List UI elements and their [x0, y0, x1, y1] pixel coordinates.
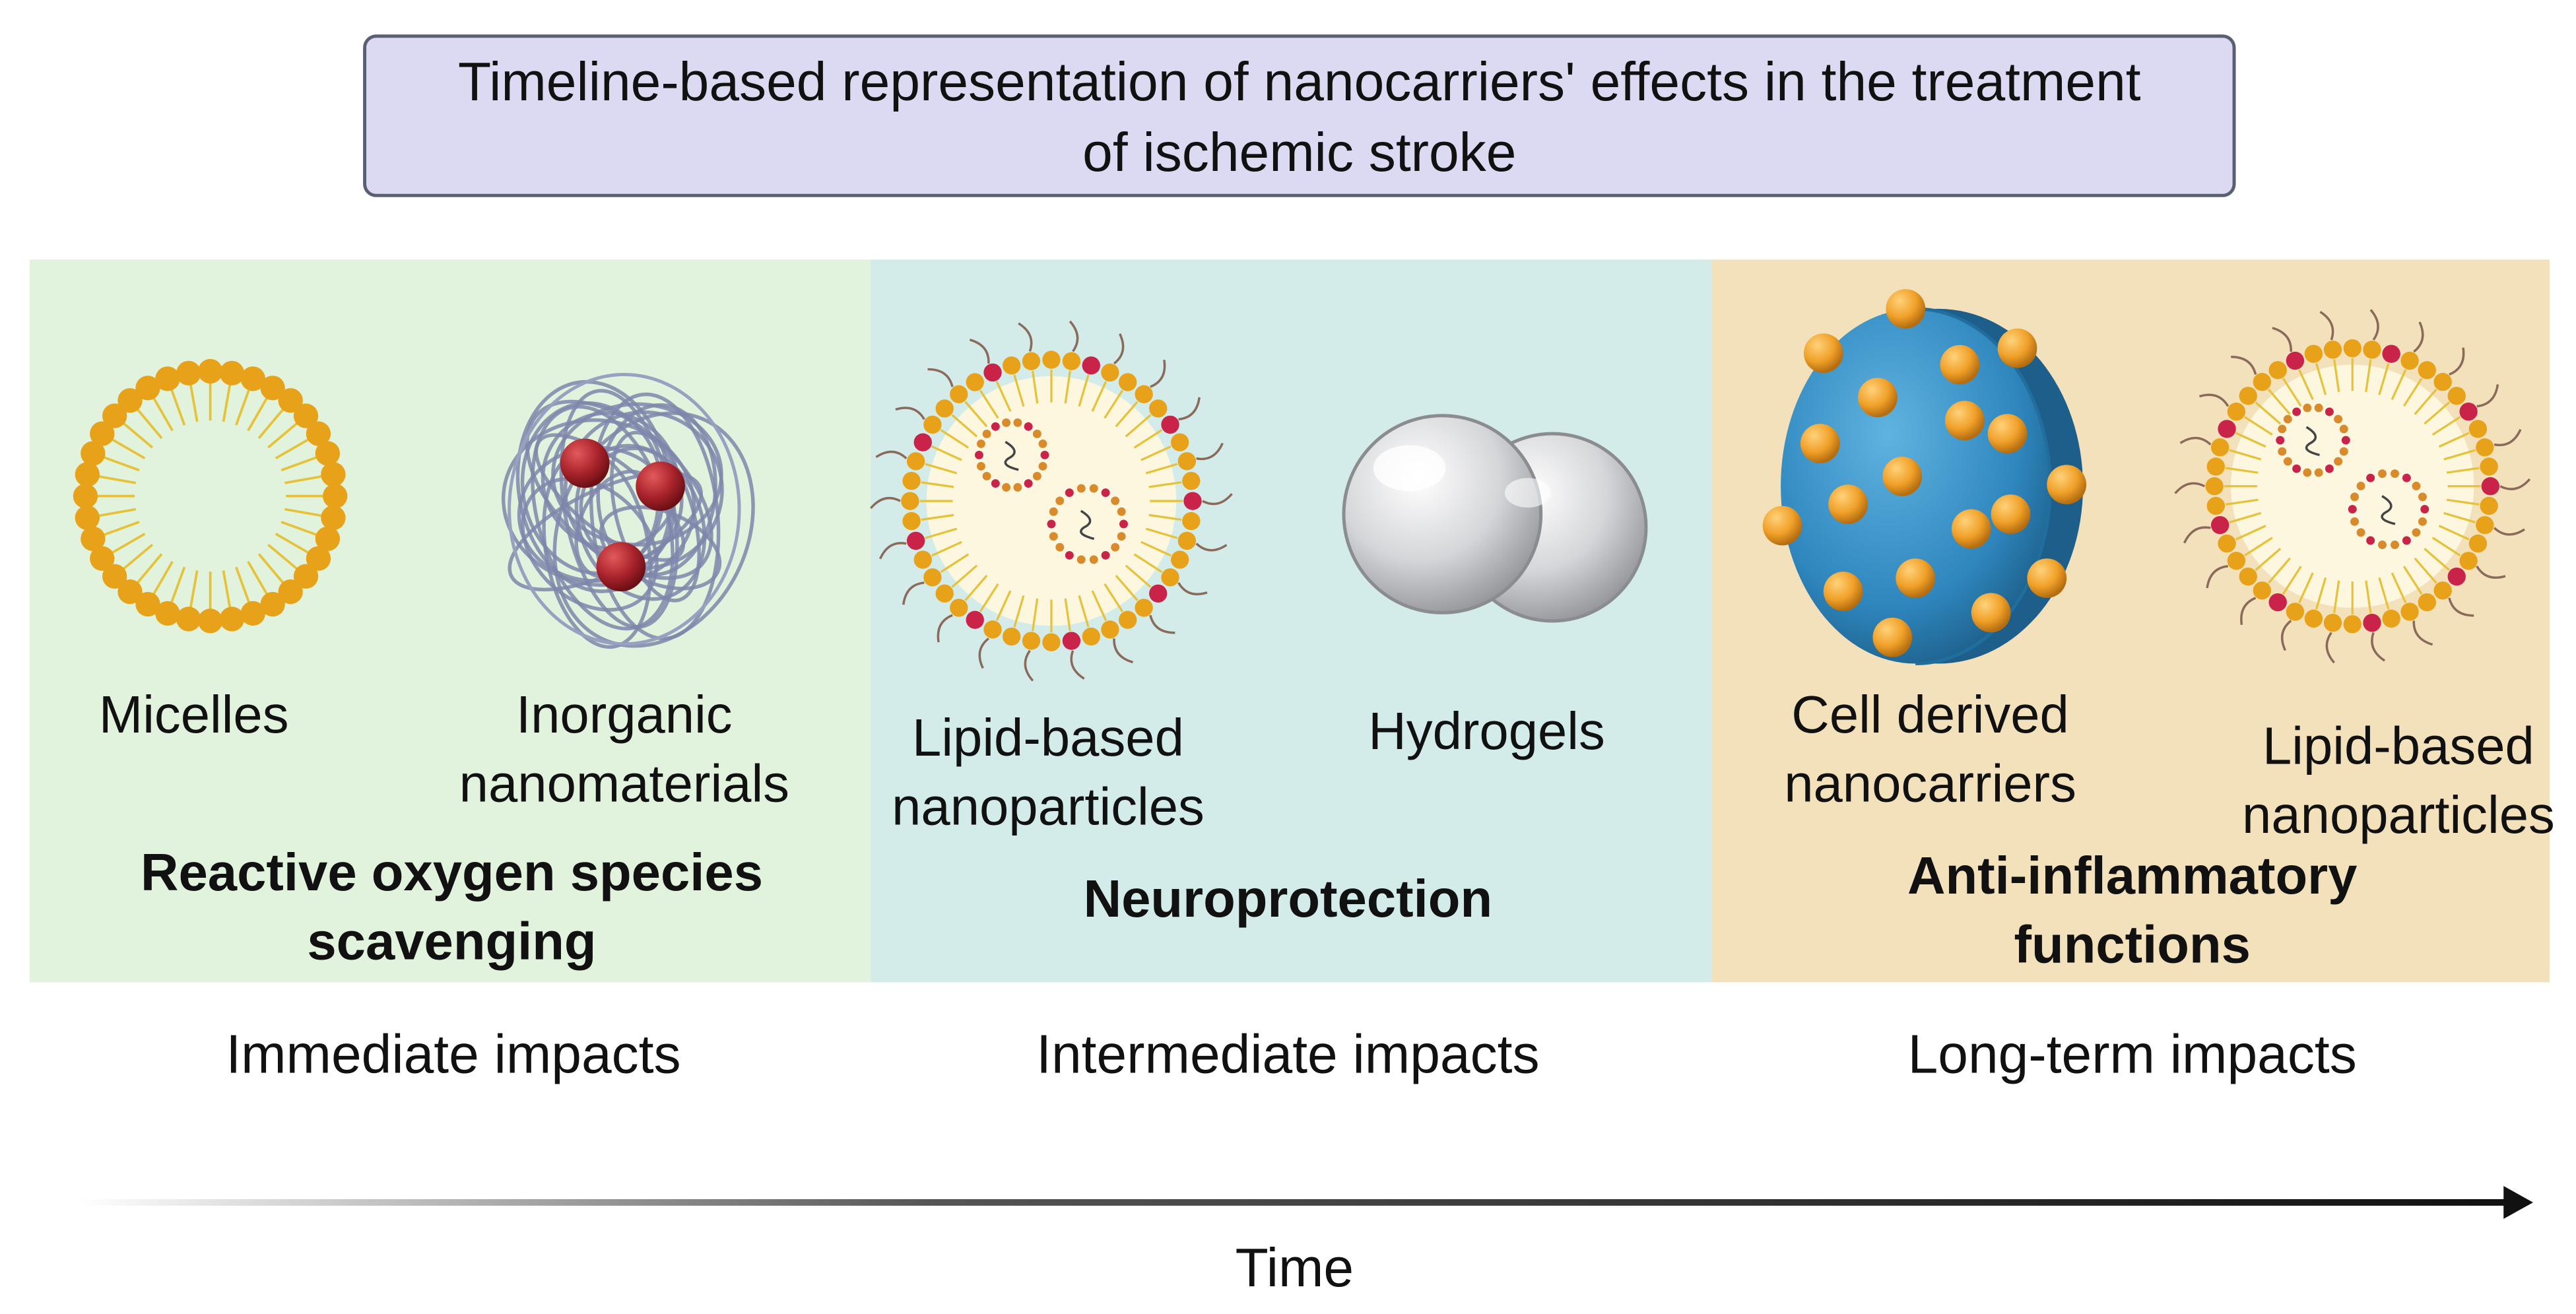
label-micelles: Micelles — [98, 684, 289, 744]
lipid-nanoparticle-icon — [870, 320, 1233, 682]
title-line-2: of ischemic stroke — [1082, 120, 1517, 182]
impact-intermediate: Intermediate impacts — [1036, 1023, 1540, 1084]
function-neuroprotection: Neuroprotection — [1083, 869, 1493, 929]
function-anti-inflammatory: Anti-inflammatory functions — [1907, 845, 2358, 974]
inorganic-nanomaterial-icon — [501, 373, 755, 649]
impact-long-term: Long-term impacts — [1907, 1023, 2357, 1084]
axis-label-time: Time — [1235, 1237, 1354, 1298]
function-ros-scavenging: Reactive oxygen species scavenging — [140, 842, 763, 971]
micelle-icon — [73, 358, 348, 634]
label-inorganic-nanomaterials: Inorganic nanomaterials — [459, 684, 789, 814]
label-lipid-based-nanoparticles-2: Lipid-based nanoparticles — [2242, 716, 2555, 845]
impact-immediate: Immediate impacts — [226, 1023, 681, 1084]
title-line-1: Timeline-based representation of nanocar… — [458, 49, 2141, 112]
panel-neuroprotection-background — [871, 259, 1712, 983]
lipid-nanoparticle-icon-2 — [2174, 309, 2531, 664]
label-lipid-based-nanoparticles: Lipid-based nanoparticles — [892, 707, 1205, 836]
hydrogel-icon — [1342, 414, 1648, 623]
time-arrow — [79, 1186, 2534, 1219]
label-cell-derived-nanocarriers: Cell derived nanocarriers — [1784, 684, 2076, 814]
label-hydrogels: Hydrogels — [1368, 701, 1605, 761]
title-box: Timeline-based representation of nanocar… — [363, 34, 2236, 197]
cell-derived-nanocarrier-icon — [1762, 289, 2087, 666]
